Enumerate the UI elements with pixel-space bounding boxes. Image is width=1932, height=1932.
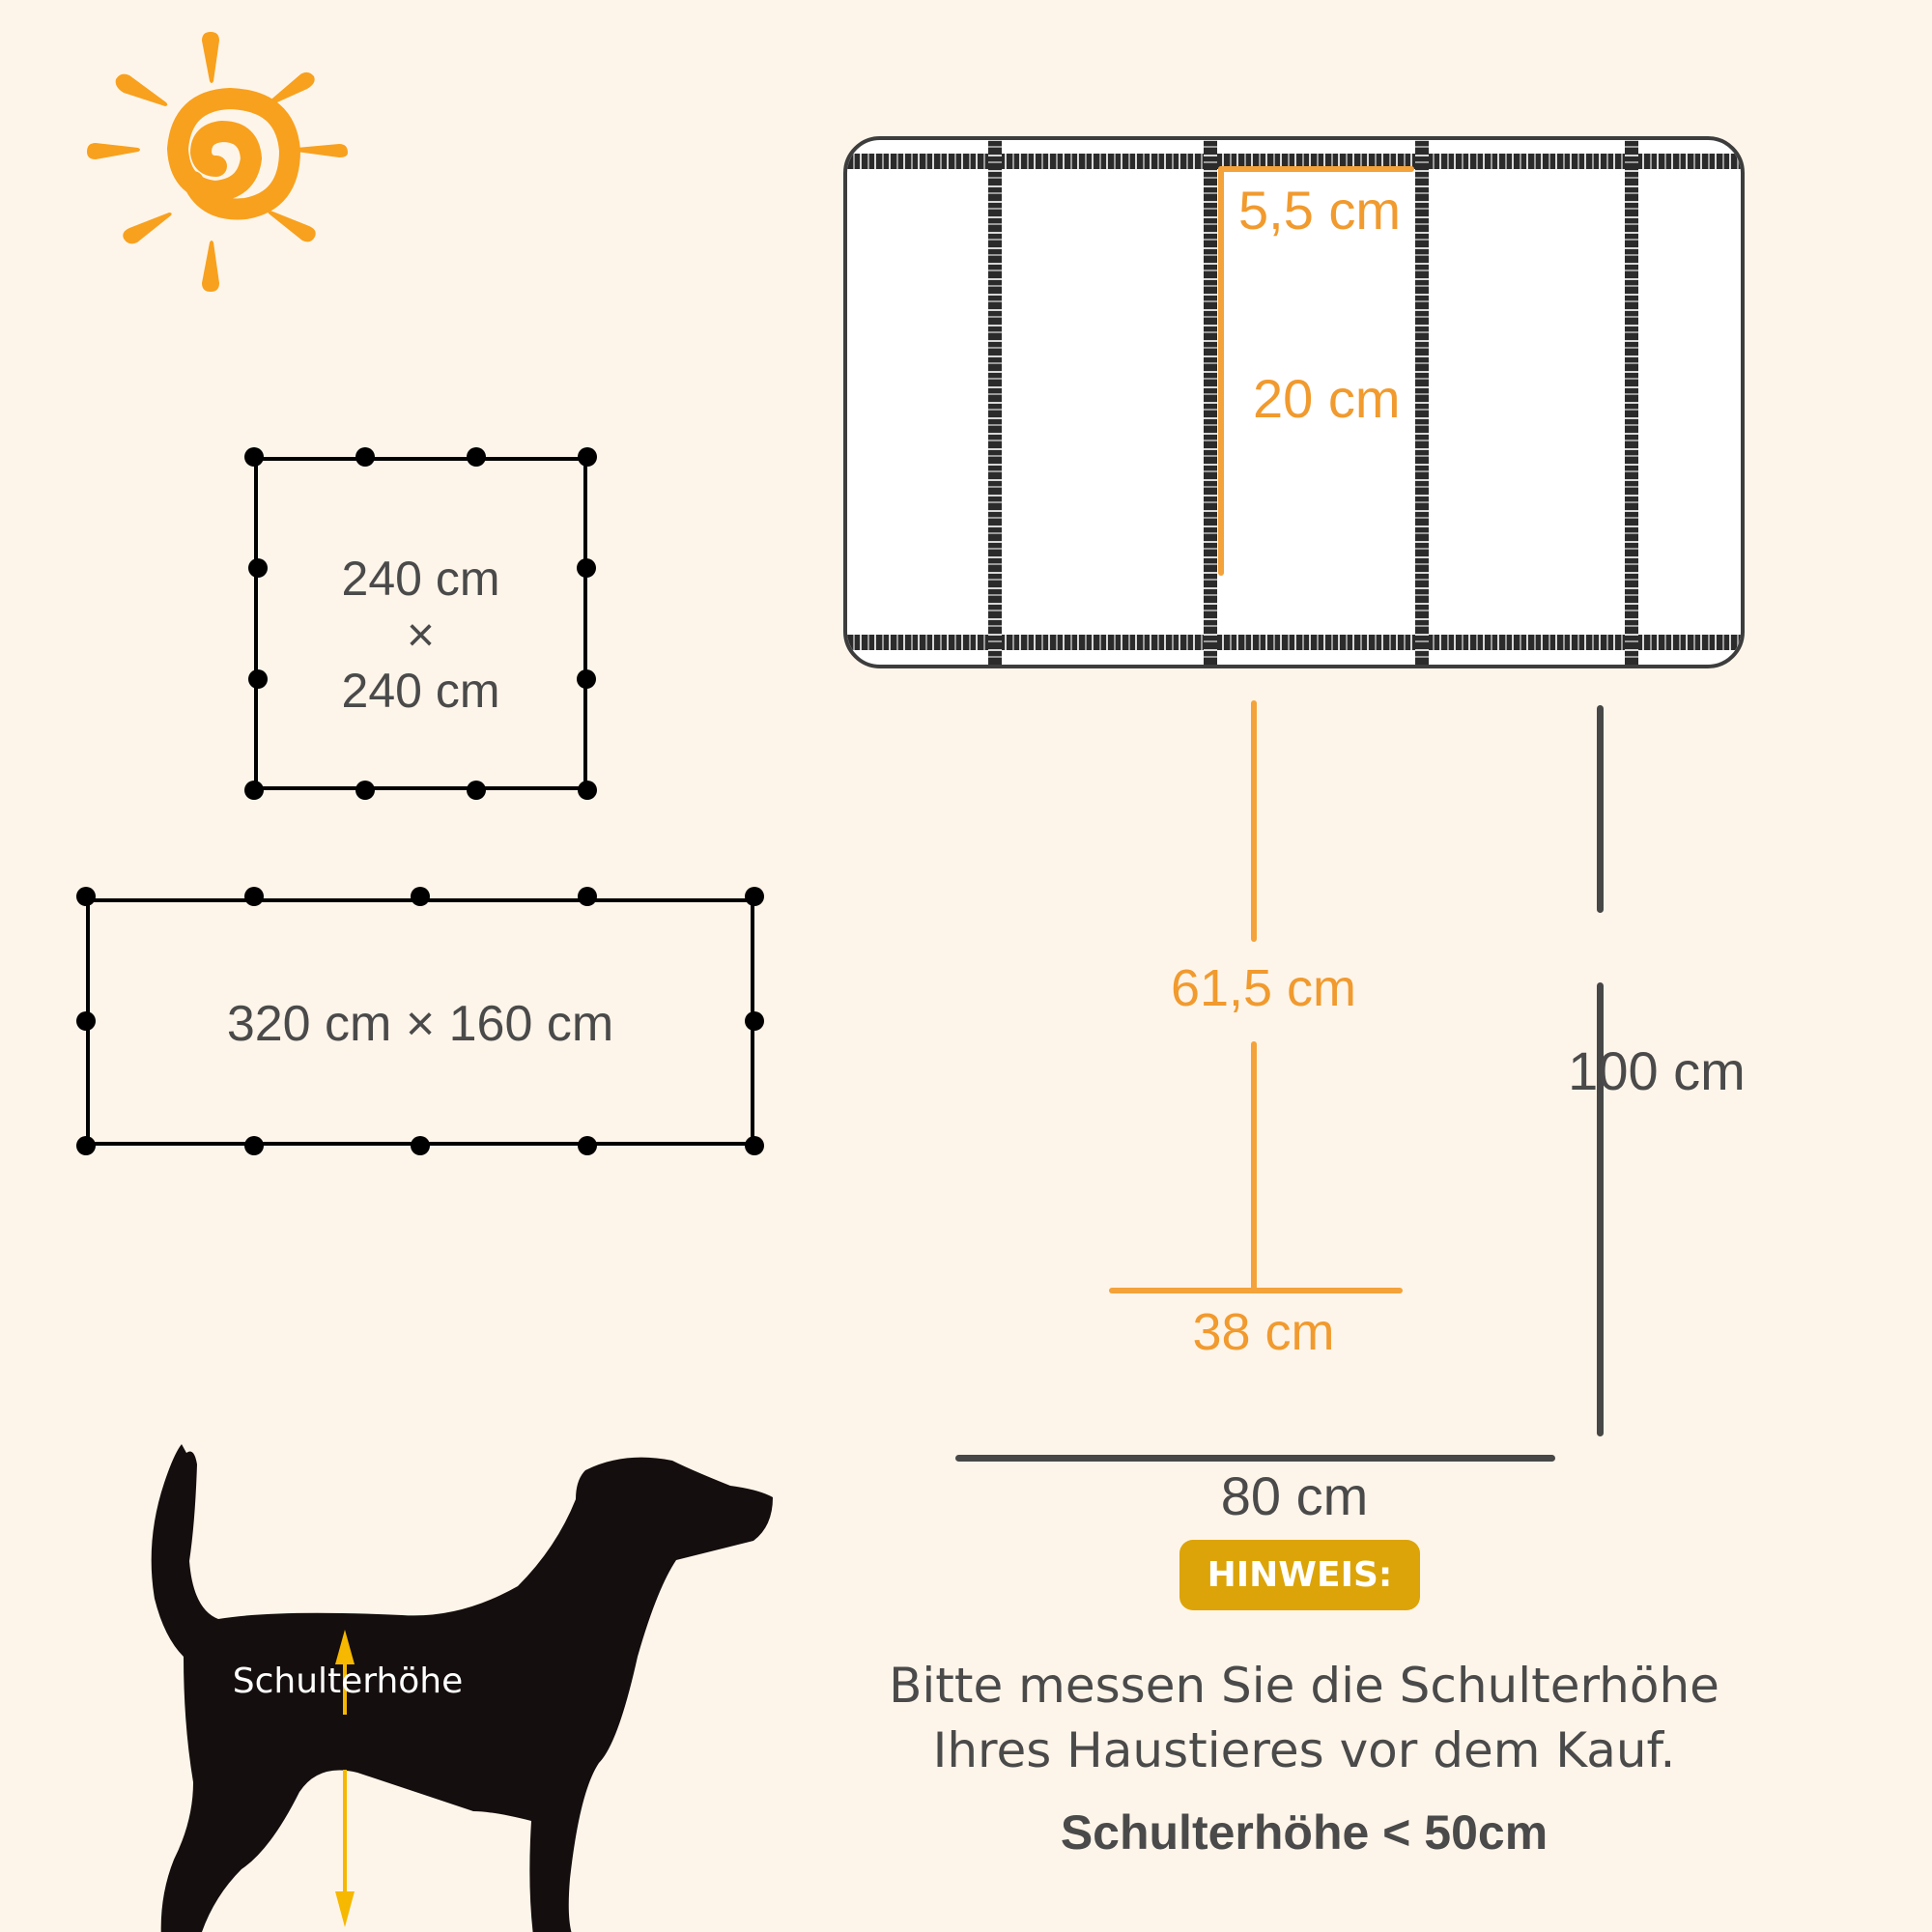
square-width-label: 240 cm — [341, 552, 500, 606]
dog-silhouette-icon: Schulterhöhe — [151, 1444, 773, 1932]
total-width-label: 80 cm — [1220, 1465, 1369, 1526]
sun-icon — [87, 32, 348, 292]
fence-panel-detail: 5,5 cm 20 cm — [843, 136, 1745, 668]
square-times-sign: × — [406, 608, 436, 662]
rectangle-size-label: 320 cm × 160 cm — [226, 996, 614, 1052]
foot-width-label: 38 cm — [1192, 1303, 1335, 1361]
total-height-label: 100 cm — [1568, 1040, 1746, 1101]
notice-line-2: Ihres Haustieres vor dem Kauf. — [932, 1722, 1676, 1778]
panel-height-label: 61,5 cm — [1170, 959, 1357, 1017]
shoulder-height-requirement: Schulterhöhe < 50cm — [1060, 1805, 1548, 1860]
notice-badge: HINWEIS: — [1179, 1540, 1420, 1610]
square-depth-label: 240 cm — [341, 664, 500, 718]
bar-gap-label: 5,5 cm — [1238, 180, 1402, 241]
shoulder-height-label: Schulterhöhe — [233, 1662, 464, 1701]
notice-line-1: Bitte messen Sie die Schulterhöhe — [889, 1658, 1719, 1714]
bar-spacing-label: 20 cm — [1253, 368, 1401, 429]
